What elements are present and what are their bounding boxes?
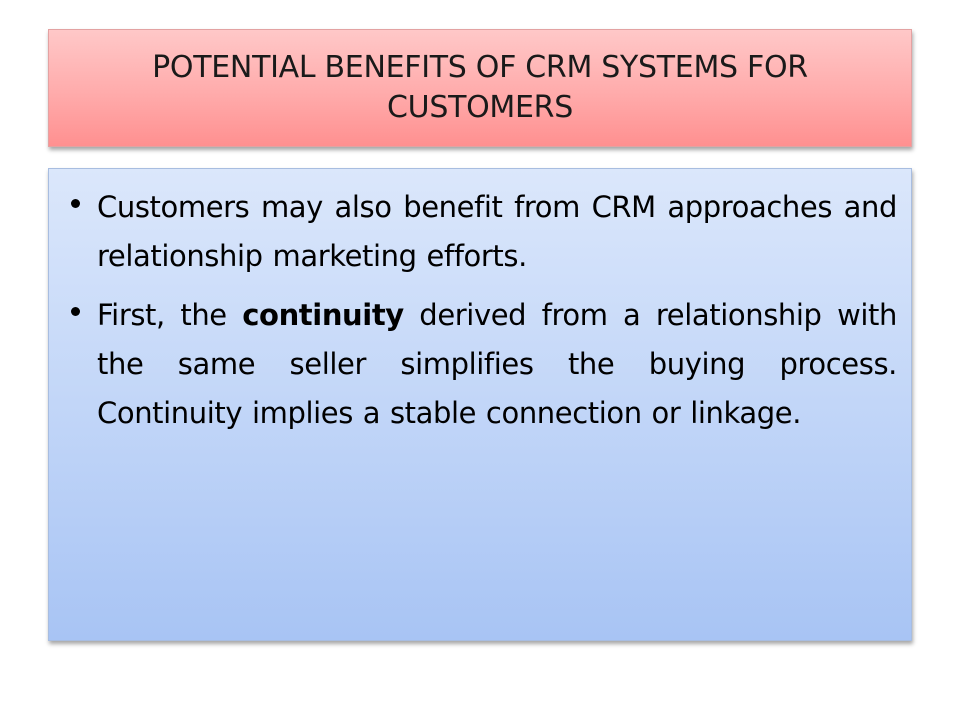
bullet-text-2-after: derived from a relationship with the sam… (97, 298, 897, 430)
bullet-text-2: First, the continuity derived from a rel… (97, 291, 897, 438)
bullet-text-1: Customers may also benefit from CRM appr… (97, 190, 897, 273)
bullet-text-2-before: First, the (97, 298, 243, 332)
bullet-dot-icon (71, 307, 80, 316)
content-box: Customers may also benefit from CRM appr… (48, 168, 912, 641)
title-box: POTENTIAL BENEFITS OF CRM SYSTEMS FOR CU… (48, 29, 912, 147)
bullet-item-1: Customers may also benefit from CRM appr… (71, 183, 897, 281)
bullet-list: Customers may also benefit from CRM appr… (71, 183, 897, 438)
bullet-dot-icon (71, 199, 80, 208)
slide-title: POTENTIAL BENEFITS OF CRM SYSTEMS FOR CU… (152, 50, 808, 125)
bullet-item-2: First, the continuity derived from a rel… (71, 291, 897, 438)
emphasis-continuity: continuity (242, 298, 404, 332)
